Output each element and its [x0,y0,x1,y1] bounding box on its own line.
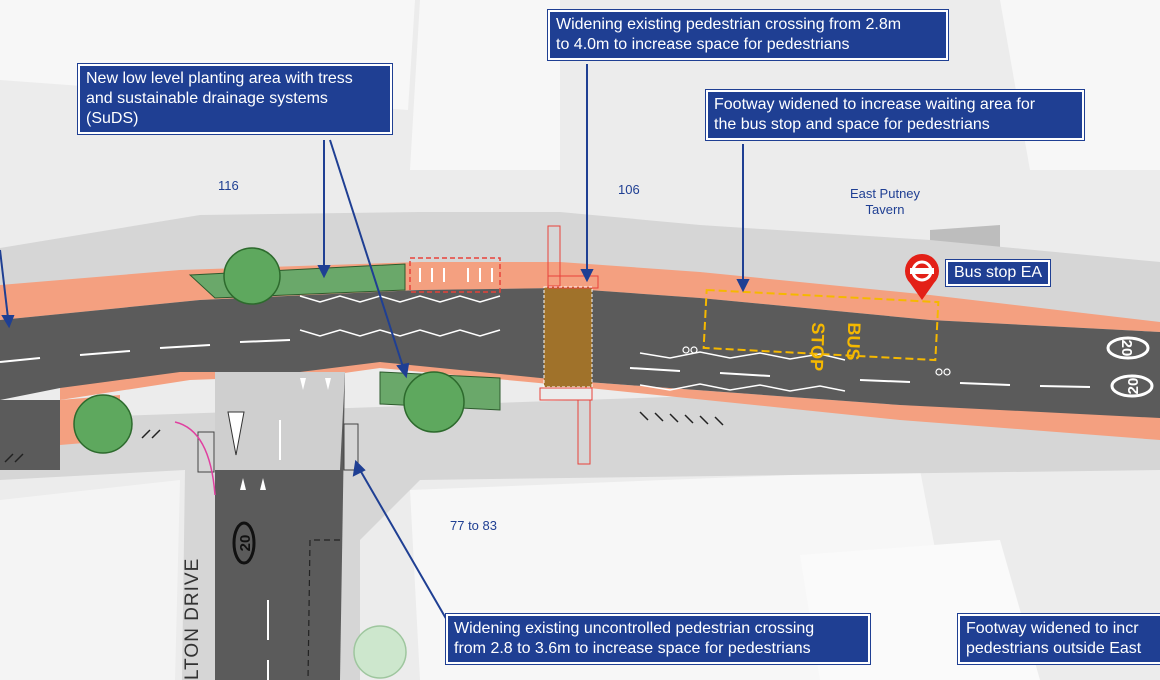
tfl-roundel-icon [905,253,939,300]
callout-text: (SuDS) [86,110,139,127]
callout-leader-lines [0,64,750,623]
side-road-edge [307,539,340,680]
callout-uncontrolled-crossing: Widening existing uncontrolled pedestria… [446,614,870,664]
place-label: East Putney Tavern [849,186,921,217]
callout-text: Widening existing uncontrolled pedestria… [454,620,815,637]
bus-road-marking: BUS [843,322,864,361]
cycle-stands [419,268,493,282]
tactile-paving-right [343,423,359,471]
building-block [0,480,180,680]
kerb-line [174,421,216,496]
svg-text:20: 20 [237,535,254,552]
speed-limit-marking: 20 [232,521,256,565]
bus-stop-box [702,288,940,362]
callout-text: Footway widened to incr [966,620,1139,637]
callout-text: pedestrians outside East [966,640,1142,657]
give-way-markings [240,378,331,490]
footway-markings [4,411,724,463]
callout-crossing-widening: Widening existing pedestrian crossing fr… [548,10,948,60]
lane-markings [0,339,1091,388]
callout-text: from 2.8 to 3.6m to increase space for p… [454,640,811,657]
speed-limit-marking: 20 [1110,374,1154,398]
speed-limit-marking: 20 [1106,336,1150,360]
proposed-buildout [409,257,501,293]
carriageway-west [0,400,60,470]
callout-footway-bus: Footway widened to increase waiting area… [706,90,1084,140]
street-name: LTON DRIVE [182,557,203,680]
svg-text:20: 20 [1118,340,1135,357]
building-block [410,0,560,170]
svg-text:20: 20 [1125,378,1142,395]
callout-text: New low level planting area with tress [86,70,353,87]
side-road-markings [267,420,281,680]
building-number: 116 [218,178,239,193]
give-way-triangle-icon [227,411,245,456]
callout-text: Footway widened to increase waiting area… [714,96,1036,113]
callout-text: the bus stop and space for pedestrians [714,116,990,133]
callout-text: and sustainable drainage systems [86,90,328,107]
callout-footway-outside: Footway widened to incr pedestrians outs… [958,614,1160,664]
tree-icon [353,625,407,679]
crossing-tactile-paving [539,225,599,465]
bus-stop-label: Bus stop EA [946,260,1051,286]
callout-planting: New low level planting area with tress a… [78,64,392,134]
bicycle-icon [682,346,951,376]
callout-text: to 4.0m to increase space for pedestrian… [556,36,850,53]
raised-pedestrian-crossing [543,286,593,388]
building-number: 77 to 83 [450,518,497,533]
tactile-paving-left [197,431,215,473]
zigzag-markings [299,295,846,392]
tree-icon [73,247,465,454]
stop-road-marking: STOP [807,322,829,371]
callout-text: Widening existing pedestrian crossing fr… [556,16,902,33]
building-number: 106 [618,182,640,197]
